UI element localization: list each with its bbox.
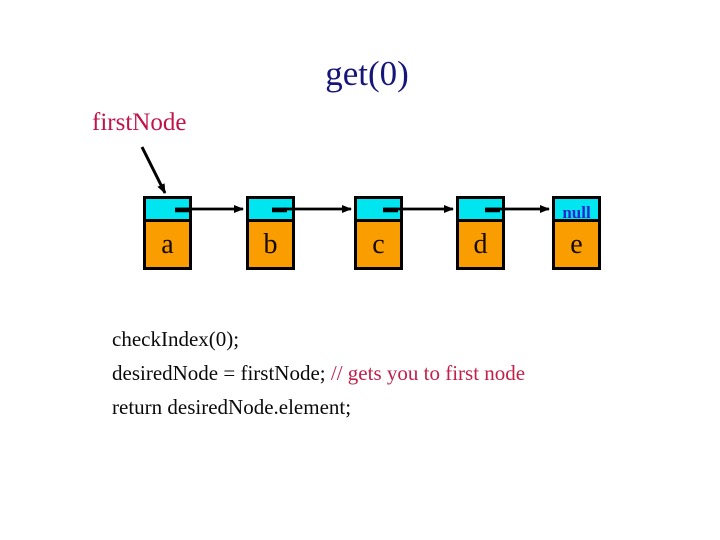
node-element-cell: a <box>146 219 189 267</box>
node-pointer-cell <box>357 199 400 219</box>
null-label: null <box>562 203 591 222</box>
list-node-c: c <box>354 196 403 270</box>
code-text: return desiredNode.element; <box>112 395 352 419</box>
node-element-cell: b <box>249 219 292 267</box>
node-element-cell: e <box>555 219 598 267</box>
list-node-a: a <box>143 196 192 270</box>
code-text: desiredNode = firstNode; <box>112 361 331 385</box>
node-element-cell: d <box>459 219 502 267</box>
node-pointer-cell <box>459 199 502 219</box>
firstnode-label: firstNode <box>92 109 187 136</box>
arrow-firstnode-to-a <box>140 146 167 194</box>
node-pointer-cell <box>249 199 292 219</box>
code-line-3: return desiredNode.element; <box>112 390 672 424</box>
list-node-e: null e <box>552 196 601 270</box>
list-node-b: b <box>246 196 295 270</box>
slide-title: get(0) <box>325 54 409 93</box>
code-comment: // gets you to first node <box>330 361 526 385</box>
node-pointer-cell <box>146 199 189 219</box>
node-element-cell: c <box>357 219 400 267</box>
code-line-1: checkIndex(0); <box>112 322 672 356</box>
code-line-2: desiredNode = firstNode; // gets you to … <box>112 356 672 390</box>
node-pointer-cell: null <box>555 199 598 222</box>
list-node-d: d <box>456 196 505 270</box>
code-block: checkIndex(0); desiredNode = firstNode; … <box>112 322 672 424</box>
code-text: checkIndex(0); <box>112 327 240 351</box>
